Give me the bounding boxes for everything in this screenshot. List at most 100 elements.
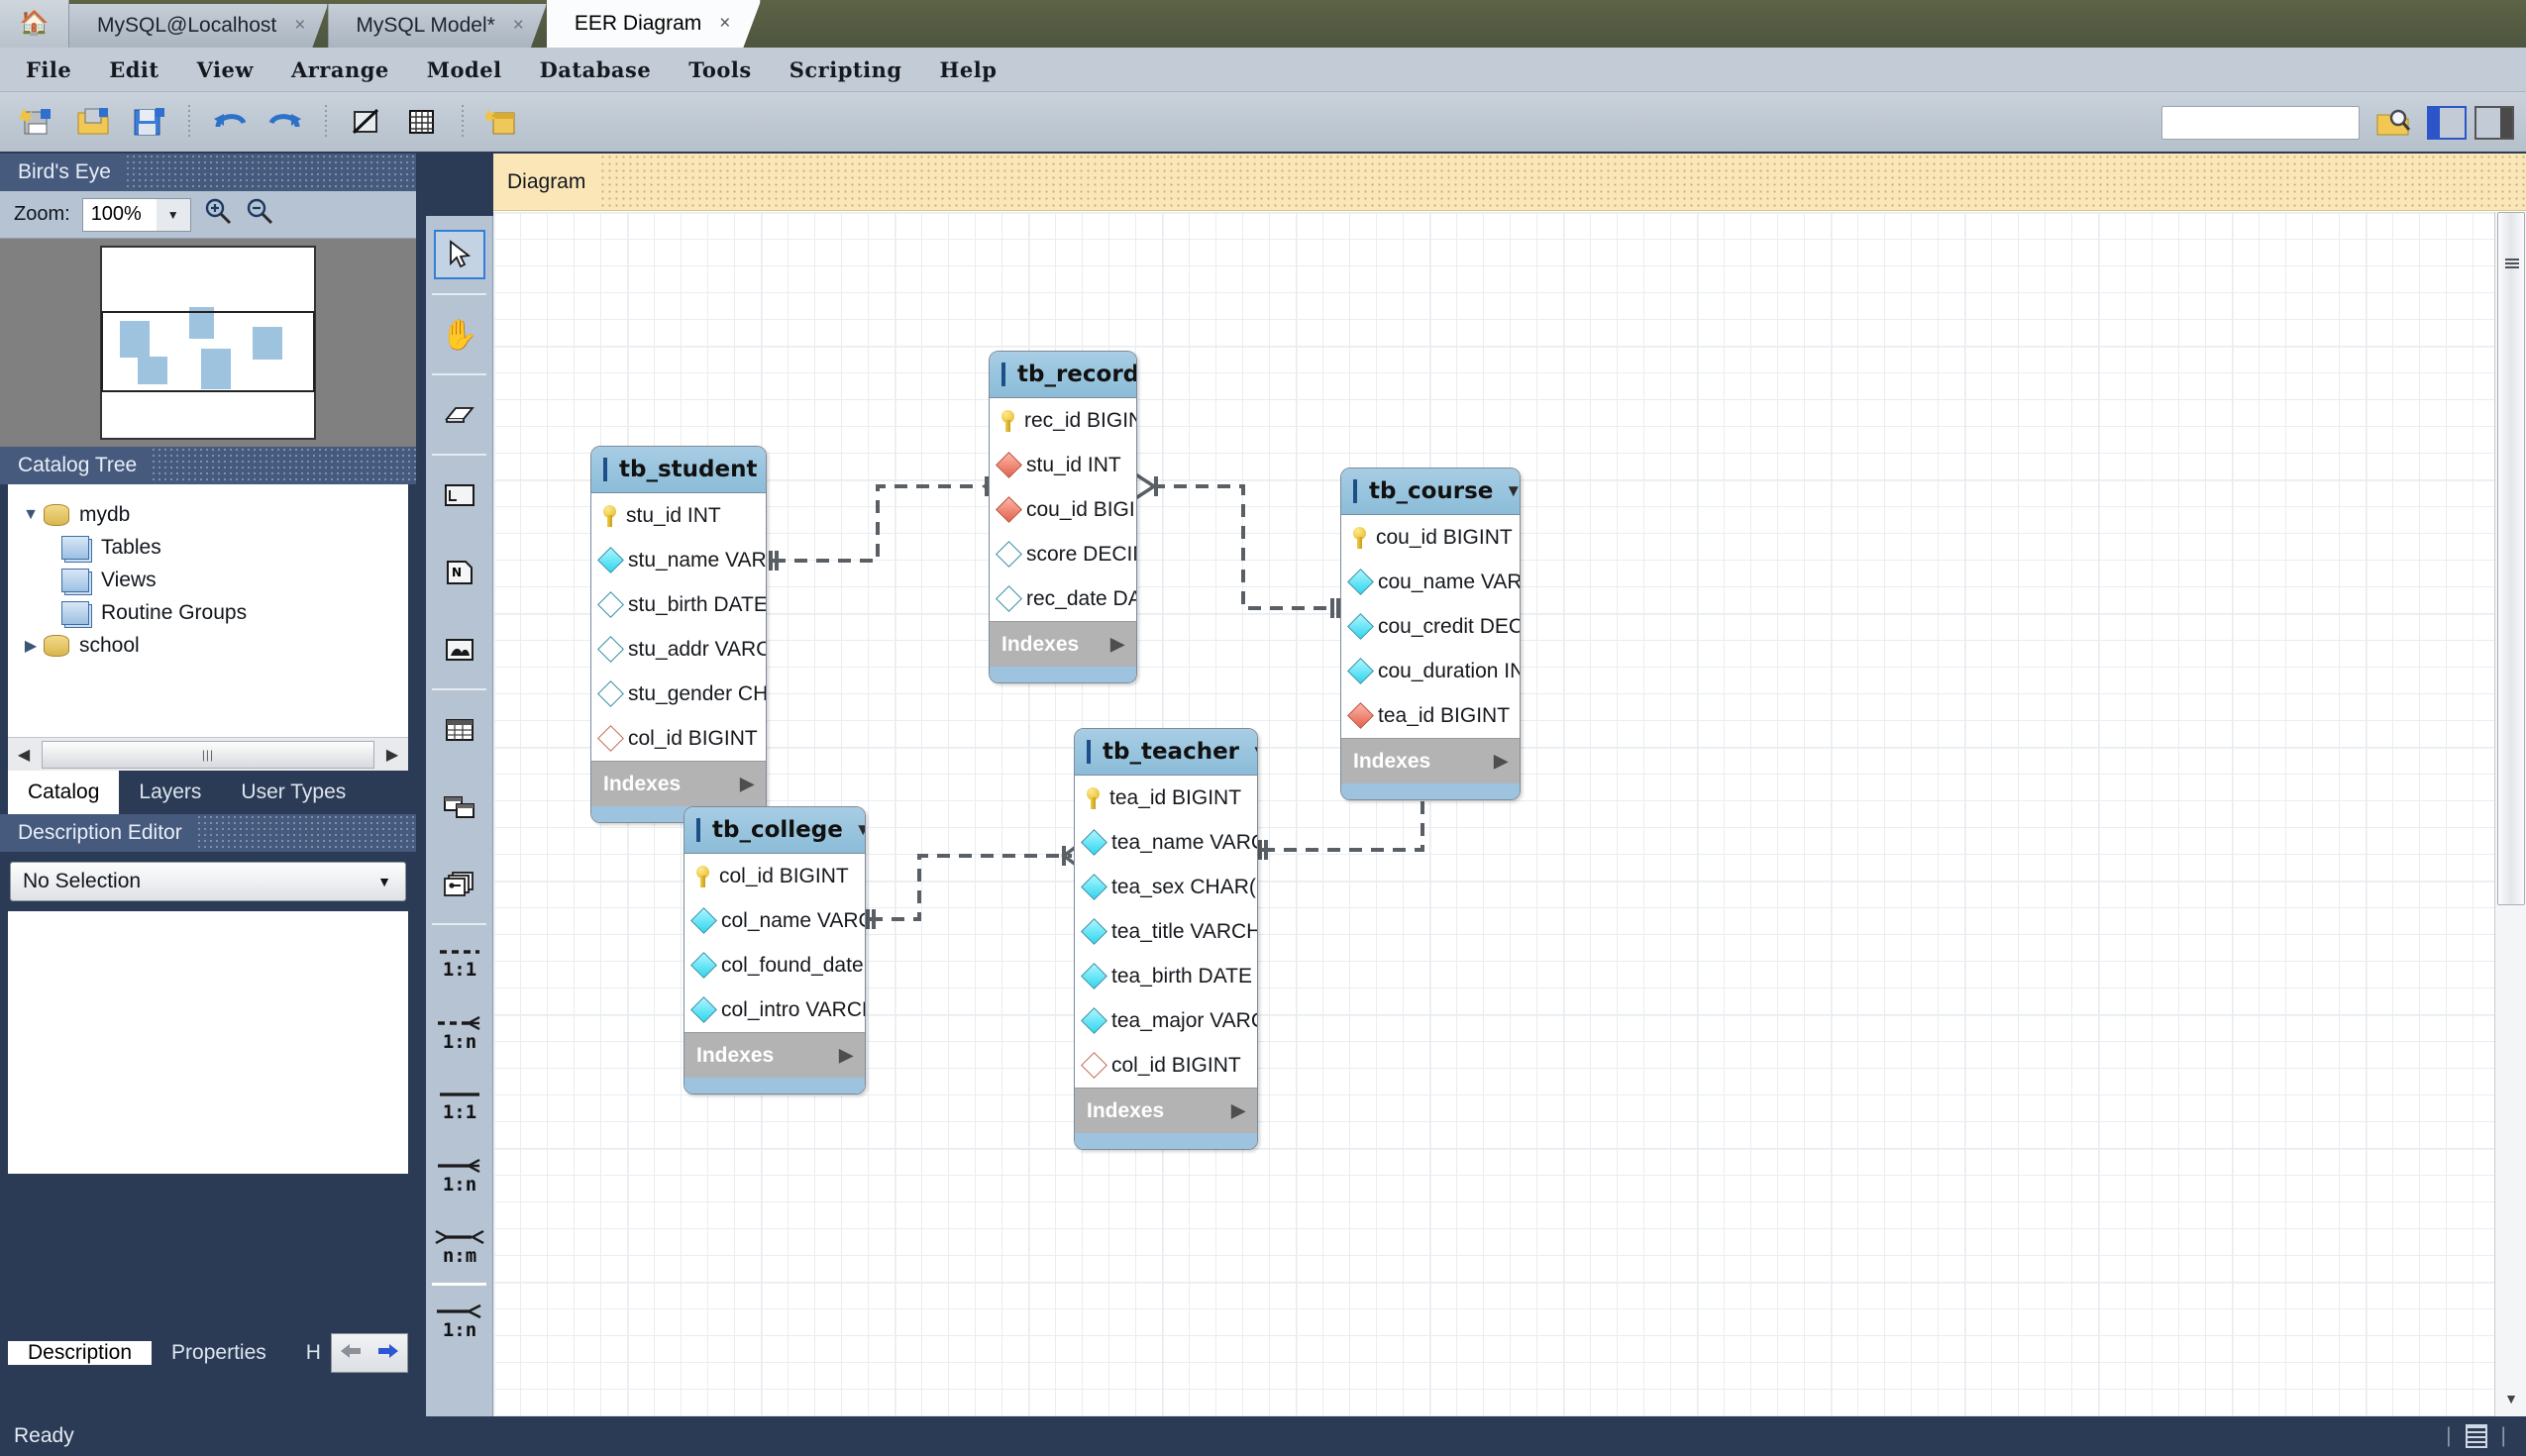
relation-1-n-identifying-tool[interactable]: 1:n [426,997,493,1069]
description-text-area[interactable] [8,911,408,1174]
image-tool[interactable] [426,611,493,688]
menu-view[interactable]: View [181,53,269,86]
birds-eye-viewport[interactable] [101,311,315,392]
table-tb_student[interactable]: tb_student ▼ stu_id INT stu_name VARCHAR… [590,446,767,823]
table-header[interactable]: tb_teacher ▼ [1075,729,1257,776]
menu-arrange[interactable]: Arrange [275,53,405,86]
zoom-select[interactable]: 100% ▼ [82,198,191,232]
home-tab-button[interactable]: 🏠 [0,0,69,48]
column-row[interactable]: col_found_date DATE [684,943,865,988]
relation-n-m-tool[interactable]: n:m [426,1211,493,1283]
pointer-tool[interactable] [426,216,493,293]
chevron-down-icon[interactable]: ▼ [1251,742,1258,762]
tab-description[interactable]: Description [8,1341,152,1365]
tab-properties[interactable]: Properties [152,1341,286,1365]
close-icon[interactable]: × [294,15,305,37]
output-panel-icon[interactable] [2466,1424,2487,1448]
search-input[interactable] [2161,106,2360,140]
scroll-right-icon[interactable]: ▶ [376,745,408,765]
menu-scripting[interactable]: Scripting [774,53,918,86]
close-icon[interactable]: × [719,13,730,35]
chevron-down-icon[interactable]: ▼ [377,874,391,889]
column-row[interactable]: cou_credit DECIMAL(2,1) [1341,604,1520,649]
column-row[interactable]: rec_date DATETIME [990,576,1136,621]
column-row[interactable]: col_id BIGINT [684,854,865,898]
relationship-student-record[interactable] [761,460,1003,588]
diagram-canvas[interactable]: tb_student ▼ stu_id INT stu_name VARCHAR… [493,212,2494,1416]
column-row[interactable]: stu_name VARCHAR(10) [591,538,766,582]
menu-help[interactable]: Help [924,53,1013,86]
toggle-right-panel-icon[interactable] [2474,106,2514,140]
search-folder-icon[interactable] [2368,98,2419,148]
new-diagram-icon[interactable] [477,97,529,147]
column-row[interactable]: col_id BIGINT [591,716,766,761]
tab-eer-diagram[interactable]: EER Diagram × [547,0,761,48]
chevron-down-icon[interactable]: ▼ [1505,481,1521,501]
column-row[interactable]: stu_id INT [591,493,766,538]
undo-icon[interactable] [204,97,256,147]
tab-layers[interactable]: Layers [119,771,221,814]
indexes-section[interactable]: Indexes ▶ [684,1032,865,1078]
tree-node-routine-groups[interactable]: Routine Groups [8,596,408,629]
tab-user-types[interactable]: User Types [221,771,366,814]
column-row[interactable]: tea_title VARCHAR(20) [1075,909,1257,954]
menu-file[interactable]: File [10,53,87,86]
relation-pick-1-n-tool[interactable]: 1:n [426,1286,493,1357]
tree-node-mydb[interactable]: ▼ mydb [8,498,408,531]
table-tb_college[interactable]: tb_college ▼ col_id BIGINT col_name VARC… [684,806,866,1094]
indexes-section[interactable]: Indexes ▶ [1075,1088,1257,1133]
scroll-down-icon[interactable]: ▼ [2495,1391,2526,1406]
layer-tool[interactable] [426,457,493,534]
column-row[interactable]: stu_gender CHAR(1) [591,672,766,716]
table-header[interactable]: tb_college ▼ [684,807,865,854]
column-row[interactable]: tea_birth DATE [1075,954,1257,998]
column-row[interactable]: cou_name VARCHAR(50) [1341,560,1520,604]
routine-group-tool[interactable] [426,846,493,923]
scrollbar-thumb[interactable]: ||| [42,741,374,769]
column-row[interactable]: col_name VARCHAR(50) [684,898,865,943]
tree-node-school[interactable]: ▶ school [8,629,408,662]
column-row[interactable]: stu_birth DATE [591,582,766,627]
new-model-icon[interactable] [12,97,63,147]
chevron-right-icon[interactable]: ▶ [1110,634,1124,655]
tree-node-tables[interactable]: Tables [8,531,408,564]
chevron-right-icon[interactable]: ▶ [1231,1100,1245,1121]
tab-mysql-model[interactable]: MySQL Model* × [328,4,547,48]
column-row[interactable]: tea_id BIGINT [1341,693,1520,738]
catalog-horizontal-scrollbar[interactable]: ◀ ||| ▶ [8,737,408,771]
view-tool[interactable] [426,769,493,846]
nav-back-icon[interactable] [338,1340,364,1367]
column-row[interactable]: col_id BIGINT [1075,1043,1257,1088]
note-tool[interactable]: N [426,534,493,611]
scroll-left-icon[interactable]: ◀ [8,745,40,765]
nav-forward-icon[interactable] [375,1340,401,1367]
catalog-tree[interactable]: ▼ mydb Tables Views Routine Groups ▶ sch… [0,484,416,737]
close-icon[interactable]: × [513,15,524,37]
tree-node-views[interactable]: Views [8,564,408,596]
table-tb_course[interactable]: tb_course ▼ cou_id BIGINT cou_name VARCH… [1340,468,1521,800]
column-row[interactable]: cou_id BIGINT [1341,515,1520,560]
save-model-icon[interactable] [123,97,174,147]
column-row[interactable]: tea_name VARCHAR(10) [1075,820,1257,865]
zoom-out-icon[interactable] [245,196,274,233]
indexes-section[interactable]: Indexes ▶ [990,621,1136,667]
column-row[interactable]: stu_addr VARCHAR(100) [591,627,766,672]
grid-icon[interactable] [396,97,448,147]
column-row[interactable]: cou_id BIGINT [990,487,1136,532]
column-row[interactable]: stu_id INT [990,443,1136,487]
table-tb_teacher[interactable]: tb_teacher ▼ tea_id BIGINT tea_name VARC… [1074,728,1258,1150]
toggle-grid-icon[interactable] [341,97,392,147]
table-header[interactable]: tb_course ▼ [1341,468,1520,515]
hand-tool[interactable]: ✋ [426,296,493,373]
tab-mysql-localhost[interactable]: MySQL@Localhost × [69,4,328,48]
zoom-in-icon[interactable] [203,196,233,233]
chevron-right-icon[interactable]: ▶ [18,636,44,656]
redo-icon[interactable] [260,97,311,147]
column-row[interactable]: score DECIMAL(4,1) [990,532,1136,576]
table-header[interactable]: tb_student ▼ [591,447,766,493]
menu-tools[interactable]: Tools [673,53,768,86]
scrollbar-thumb[interactable] [2497,212,2525,905]
column-row[interactable]: tea_sex CHAR(1) [1075,865,1257,909]
birds-eye-canvas[interactable] [0,239,416,447]
indexes-section[interactable]: Indexes ▶ [591,761,766,806]
